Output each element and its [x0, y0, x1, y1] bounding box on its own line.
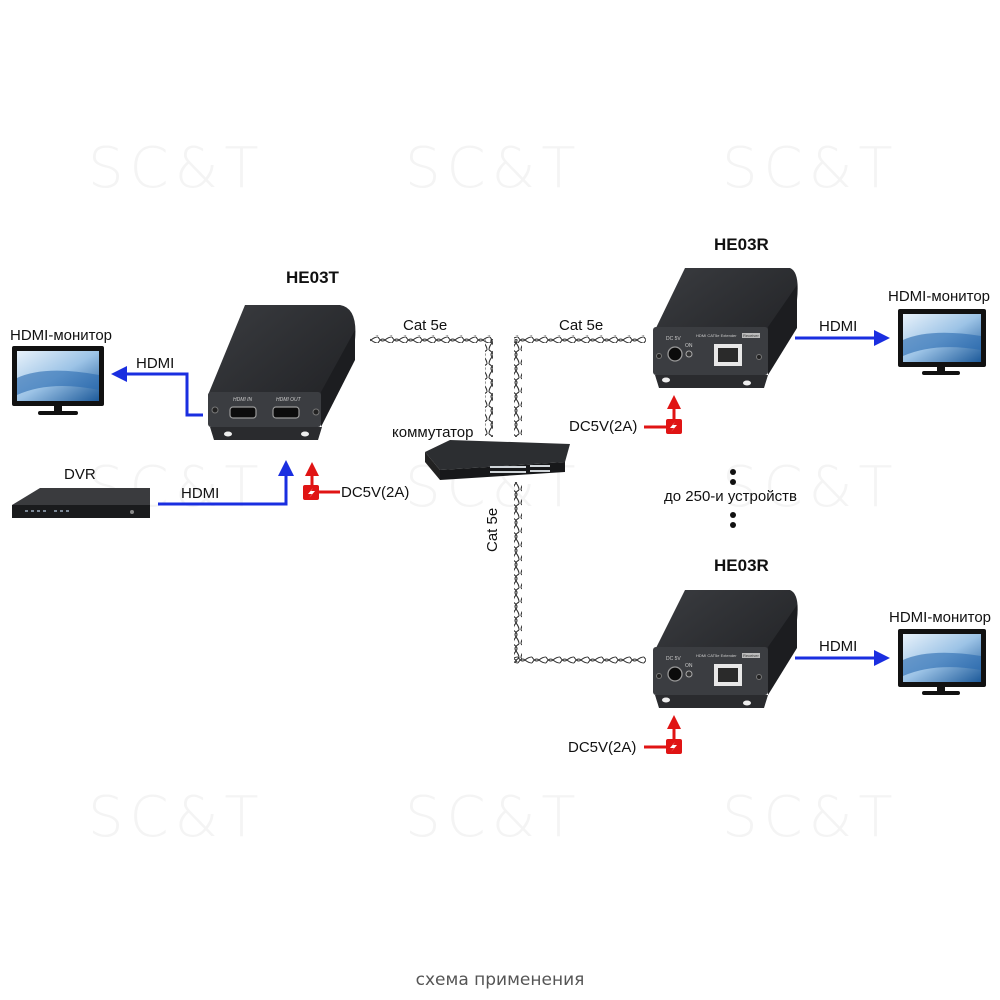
ellipsis-dot	[730, 512, 736, 518]
scale-note: до 250-и устройств	[664, 488, 797, 505]
hdmi-arrowhead-right	[874, 330, 890, 346]
cable-label-tx-switch: Cat 5e	[403, 317, 448, 334]
monitor-rx2	[898, 629, 986, 695]
hdmi-arrowhead-up	[278, 460, 294, 476]
watermark: SC&T	[405, 785, 582, 850]
receiver-1-title: HE03R	[714, 235, 769, 254]
rx2-hdmi-label: HDMI	[819, 638, 858, 655]
watermark: SC&T	[88, 136, 265, 201]
rx1-label-model: HDMI CAT5e Extender	[696, 333, 737, 338]
switch-title: коммутатор	[392, 424, 474, 441]
rx2-label-receiver: Receiver	[742, 653, 760, 658]
rx1-hdmi-label: HDMI	[819, 318, 858, 335]
rx2-power-label: DC5V(2A)	[568, 739, 637, 756]
power-rx1	[644, 395, 682, 434]
port-label-hdmi-out: HDMI OUT	[276, 397, 301, 403]
rx2-label-on: ON	[685, 663, 693, 669]
hdmi-arrowhead-right	[874, 650, 890, 666]
watermark: SC&T	[722, 136, 899, 201]
ellipsis-dot	[730, 522, 736, 528]
hdmi-arrow-dvr-to-tx	[158, 474, 288, 506]
cable-label-switch-rx2: Cat 5e	[484, 507, 501, 552]
cable-switch-to-rx1	[514, 335, 646, 437]
network-switch	[425, 440, 570, 480]
hdmi-arrowhead-left	[111, 366, 127, 382]
power-rx2	[644, 715, 682, 754]
transmitter-device	[208, 305, 356, 440]
tx-power-label: DC5V(2A)	[341, 484, 410, 501]
dvr-title: DVR	[64, 466, 96, 483]
receiver-2-title: HE03R	[714, 556, 769, 575]
rx2-label-model: HDMI CAT5e Extender	[696, 653, 737, 658]
rx1-power-label: DC5V(2A)	[569, 418, 638, 435]
watermark: SC&T	[722, 785, 899, 850]
cable-label-switch-rx1: Cat 5e	[559, 317, 604, 334]
monitor-rx1	[898, 309, 986, 375]
power-tx	[303, 462, 340, 500]
rx1-label-dc: DC 5V	[666, 336, 681, 342]
rx1-monitor-title: HDMI-монитор	[888, 288, 991, 305]
ellipsis-dot	[730, 479, 736, 485]
local-monitor-title: HDMI-монитор	[10, 327, 113, 344]
cable-switch-to-rx2	[514, 482, 646, 664]
receiver-device-1	[653, 268, 798, 388]
ellipsis-dot	[730, 469, 736, 475]
diagram-caption: схема применения	[415, 970, 585, 990]
rx1-label-on: ON	[685, 343, 693, 349]
transmitter-title: HE03T	[286, 268, 339, 287]
rx2-monitor-title: HDMI-монитор	[889, 609, 992, 626]
rx2-label-dc: DC 5V	[666, 656, 681, 662]
local-hdmi-label: HDMI	[136, 355, 175, 372]
hdmi-arrow-tx-to-monitor	[125, 372, 203, 417]
watermark: SC&T	[88, 785, 265, 850]
monitor-local	[12, 346, 104, 415]
dvr-hdmi-label: HDMI	[181, 485, 220, 502]
rx1-label-receiver: Receiver	[742, 333, 760, 338]
cable-tx-to-switch	[370, 335, 493, 437]
port-label-hdmi-in: HDMI IN	[233, 397, 253, 403]
watermark: SC&T	[405, 136, 582, 201]
receiver-device-2	[653, 590, 798, 708]
watermark: SC&T	[722, 455, 899, 520]
dvr-device	[12, 488, 150, 518]
